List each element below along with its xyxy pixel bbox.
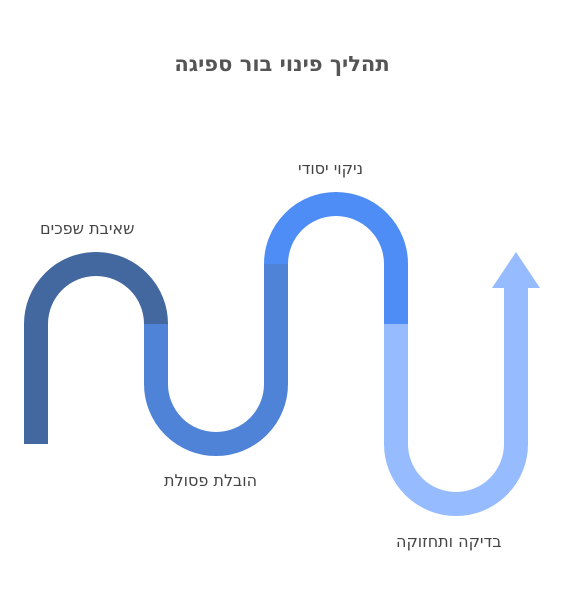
stage-3-label: ניקוי יסודי — [298, 159, 363, 178]
stage-4-segment — [384, 286, 528, 516]
stage-2-segment — [144, 264, 288, 456]
diagram-title: תהליך פינוי בור ספיגה — [174, 52, 390, 76]
arrow-head-icon — [492, 252, 540, 288]
stage-2-label: הובלת פסולת — [164, 471, 258, 490]
stage-1-segment — [24, 252, 168, 444]
stage-3-segment — [264, 192, 408, 324]
stage-4-label: בדיקה ותחזוקה — [396, 532, 502, 551]
stage-1-label: שאיבת שפכים — [40, 219, 135, 238]
